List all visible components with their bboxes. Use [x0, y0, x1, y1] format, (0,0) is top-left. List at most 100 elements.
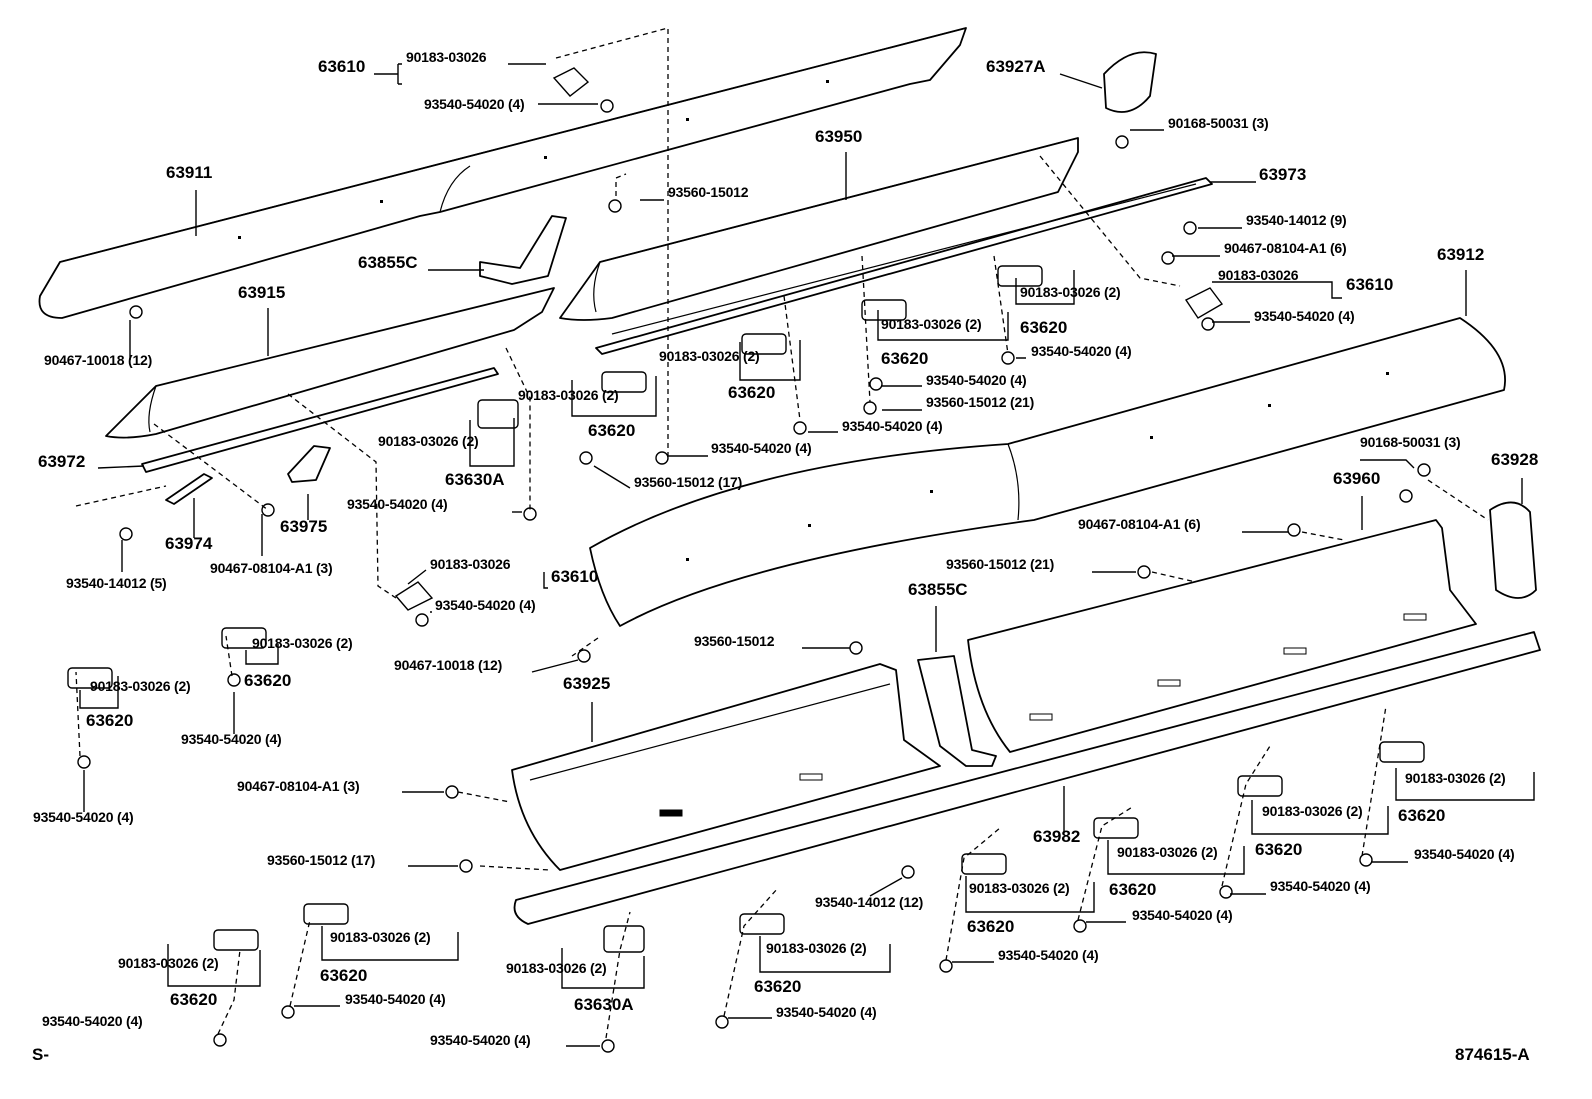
part-label: 90183-03026 (2): [766, 940, 867, 956]
part-label: 63620: [244, 671, 292, 690]
part-label: 93560-15012 (17): [634, 474, 743, 490]
part-label: 63915: [238, 283, 286, 302]
part-label: 63630A: [445, 470, 505, 489]
part-label: 93540-54020 (4): [842, 418, 943, 434]
part-label: 63620: [967, 917, 1015, 936]
part-label: 63620: [1398, 806, 1446, 825]
part-label: 63620: [1109, 880, 1157, 899]
part-63975-trim: [287, 445, 331, 483]
part-label: 63912: [1437, 245, 1485, 264]
part-label: 93540-54020 (4): [1270, 878, 1371, 894]
part-label: 93540-14012 (12): [815, 894, 924, 910]
part-label: 63620: [1255, 840, 1303, 859]
part-label: 93540-54020 (4): [998, 947, 1099, 963]
part-63974-trim: [165, 473, 213, 505]
part-label: 63950: [815, 127, 863, 146]
part-label: 63982: [1033, 827, 1081, 846]
part-label: 90183-03026 (2): [1117, 844, 1218, 860]
part-label: 63973: [1259, 165, 1307, 184]
part-label: 63974: [165, 534, 213, 553]
part-label: 90183-03026 (2): [659, 348, 760, 364]
part-63960-panel: [967, 519, 1477, 753]
part-label: 90168-50031 (3): [1360, 434, 1461, 450]
part-label: 63975: [280, 517, 328, 536]
part-label: 63855C: [358, 253, 418, 272]
part-label: 63972: [38, 452, 86, 471]
part-label: 93540-54020 (4): [1254, 308, 1355, 324]
part-label: 93540-54020 (4): [1414, 846, 1515, 862]
part-label: 90183-03026 (2): [118, 955, 219, 971]
panel-marks: [238, 80, 1427, 817]
part-label: 90168-50031 (3): [1168, 115, 1269, 131]
part-label: 93560-15012 (21): [926, 394, 1035, 410]
part-label: 63620: [754, 977, 802, 996]
part-label: 63925: [563, 674, 611, 693]
part-label: 63620: [1020, 318, 1068, 337]
part-label: 90467-10018 (12): [44, 352, 153, 368]
part-label: 90183-03026 (2): [330, 929, 431, 945]
figure-code: 874615-A: [1455, 1045, 1530, 1064]
part-label: 63855C: [908, 580, 968, 599]
part-label: 93560-15012 (21): [946, 556, 1055, 572]
part-label: 63960: [1333, 469, 1381, 488]
part-label: 93540-54020 (4): [776, 1004, 877, 1020]
part-label: 90183-03026 (2): [90, 678, 191, 694]
part-label: 63610: [551, 567, 599, 586]
part-label: 90467-08104-A1 (6): [1078, 516, 1201, 532]
part-label: 63927A: [986, 57, 1046, 76]
part-63982-rail: [513, 631, 1541, 925]
part-label: 93540-54020 (4): [347, 496, 448, 512]
part-label: 93540-54020 (4): [1031, 343, 1132, 359]
part-label: 90183-03026 (2): [378, 433, 479, 449]
part-label: 63620: [728, 383, 776, 402]
assembly-dashed-lines: [75, 27, 1489, 1039]
corner-mark: S-: [32, 1045, 49, 1064]
clip-parts: [67, 67, 1425, 953]
part-label: 93540-54020 (4): [33, 809, 134, 825]
part-label: 93540-54020 (4): [1132, 907, 1233, 923]
part-label: 93540-54020 (4): [345, 991, 446, 1007]
part-63950-molding: [559, 137, 1079, 321]
part-label: 90467-10018 (12): [394, 657, 503, 673]
part-label: 93540-54020 (4): [711, 440, 812, 456]
part-label: 63610: [1346, 275, 1394, 294]
part-63915-molding: [105, 287, 555, 439]
part-label: 93540-54020 (4): [926, 372, 1027, 388]
part-label: 63928: [1491, 450, 1539, 469]
part-63855C-bracket-top: [479, 215, 567, 285]
part-label: 90183-03026 (2): [969, 880, 1070, 896]
part-label: 90183-03026 (2): [518, 387, 619, 403]
fasteners: [77, 99, 1431, 1053]
part-63912-panel: [589, 317, 1506, 627]
part-label: 93540-14012 (5): [66, 575, 167, 591]
part-label: 90183-03026: [406, 49, 487, 65]
part-label: 93560-15012: [668, 184, 749, 200]
part-label: 90183-03026: [430, 556, 511, 572]
part-label: 63620: [588, 421, 636, 440]
leader-lines: [79, 63, 1535, 1047]
part-label: 90467-08104-A1 (3): [210, 560, 333, 576]
part-label: 90183-03026 (2): [1405, 770, 1506, 786]
part-label: 63620: [86, 711, 134, 730]
part-label: 90183-03026 (2): [1262, 803, 1363, 819]
part-63855C-bracket-lower: [917, 655, 997, 767]
part-label: 90183-03026 (2): [1020, 284, 1121, 300]
part-label: 63911: [166, 163, 213, 182]
part-63925-panel: [511, 663, 941, 871]
part-label: 90183-03026 (2): [506, 960, 607, 976]
part-label: 93560-15012: [694, 633, 775, 649]
part-label: 93560-15012 (17): [267, 852, 376, 868]
part-63927A-cap: [1103, 51, 1157, 113]
part-63911-molding: [38, 27, 967, 319]
part-63973-strip: [595, 177, 1213, 355]
part-label: 90467-08104-A1 (6): [1224, 240, 1347, 256]
part-label: 90183-03026: [1218, 267, 1299, 283]
part-label: 63610: [318, 57, 366, 76]
part-label: 63620: [170, 990, 218, 1009]
part-label: 63620: [881, 349, 929, 368]
part-63928-cap: [1489, 501, 1537, 599]
part-label: 90467-08104-A1 (3): [237, 778, 360, 794]
part-label: 93540-14012 (9): [1246, 212, 1347, 228]
part-label: 93540-54020 (4): [181, 731, 282, 747]
